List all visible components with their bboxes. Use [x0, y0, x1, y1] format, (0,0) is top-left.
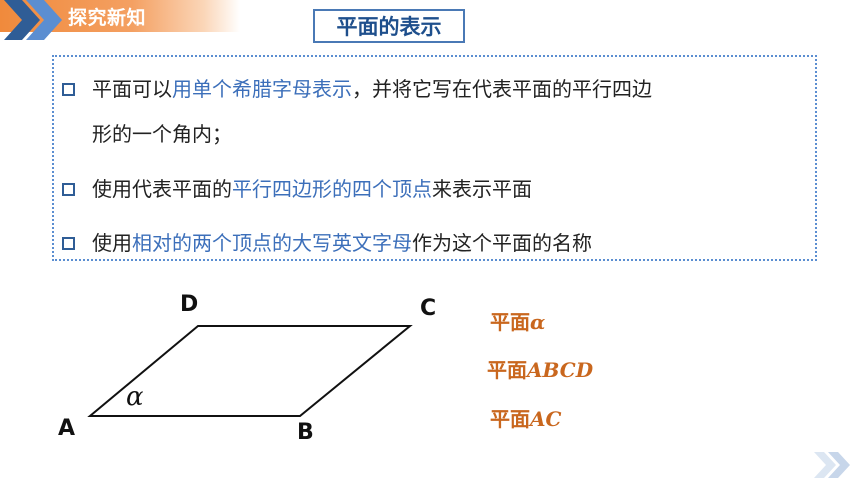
bullet-2-highlight: 平行四边形的四个顶点 [232, 177, 432, 201]
plane-name-2-prefix: 平面 [487, 358, 527, 382]
bullet-1-text-post: ，并将它写在代表平面的平行四边 [352, 77, 652, 101]
vertex-label-d: D [180, 292, 199, 317]
plane-name-1-symbol: α [530, 310, 546, 334]
bullet-square-icon [62, 183, 75, 196]
bullet-square-icon [62, 237, 75, 250]
bullet-1-text: 平面可以 [92, 77, 172, 101]
plane-name-1-prefix: 平面 [490, 310, 530, 334]
bullet-1-highlight: 用单个希腊字母表示 [172, 77, 352, 101]
section-title: 平面的表示 [313, 9, 465, 43]
plane-name-3: 平面AC [490, 403, 561, 432]
plane-name-1: 平面α [490, 306, 545, 335]
bullet-3-text: 使用 [92, 231, 132, 255]
bullet-3: 使用相对的两个顶点的大写英文字母作为这个平面的名称 [92, 229, 592, 257]
angle-label-alpha: α [126, 382, 144, 412]
bullet-1: 平面可以用单个希腊字母表示，并将它写在代表平面的平行四边 [92, 75, 652, 103]
vertex-label-a: A [58, 416, 76, 441]
plane-name-2-symbol: ABCD [527, 358, 594, 382]
vertex-label-b: B [297, 420, 314, 445]
parallelogram-shape [87, 325, 413, 417]
plane-name-3-symbol: AC [530, 407, 562, 431]
bullet-1-continuation: 形的一个角内； [92, 122, 232, 146]
bullet-square-icon [62, 83, 75, 96]
chevron-logo-icon [4, 0, 62, 40]
header-title: 探究新知 [68, 7, 147, 29]
content-box [52, 55, 817, 261]
next-arrow-icon[interactable] [812, 450, 852, 480]
vertex-label-c: C [420, 296, 437, 321]
plane-name-3-prefix: 平面 [490, 407, 530, 431]
bullet-3-text-post: 作为这个平面的名称 [412, 231, 592, 255]
bullet-2: 使用代表平面的平行四边形的四个顶点来表示平面 [92, 175, 532, 203]
bullet-3-highlight: 相对的两个顶点的大写英文字母 [132, 231, 412, 255]
plane-name-2: 平面ABCD [487, 354, 593, 383]
bullet-2-text: 使用代表平面的 [92, 177, 232, 201]
bullet-2-text-post: 来表示平面 [432, 177, 532, 201]
